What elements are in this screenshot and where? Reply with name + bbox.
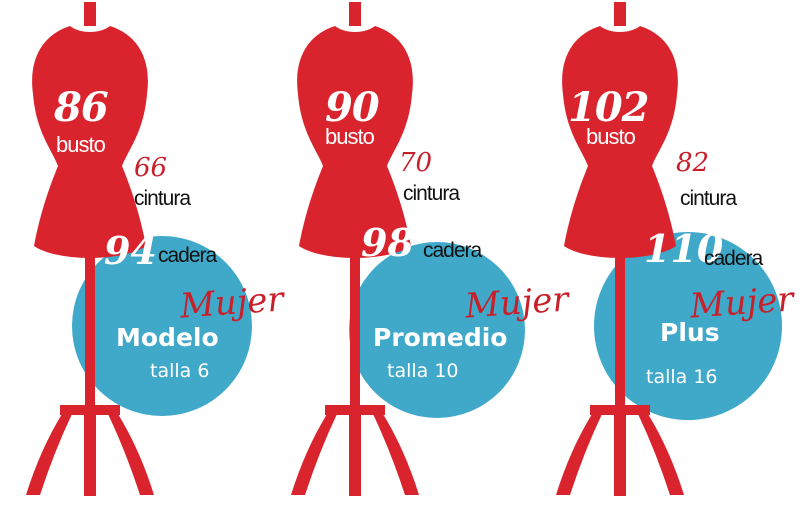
waist-value: 70 bbox=[399, 148, 433, 178]
hip-label: cadera bbox=[704, 247, 763, 270]
mannequin-graphic bbox=[291, 2, 525, 496]
size-circle bbox=[72, 236, 252, 416]
bust-value: 90 bbox=[325, 84, 380, 131]
mannequin-graphic bbox=[556, 2, 782, 496]
size-circle bbox=[349, 242, 525, 418]
category-label: Modelo bbox=[116, 323, 219, 352]
hip-label: cadera bbox=[423, 239, 482, 262]
category-label: Promedio bbox=[373, 323, 508, 352]
bust-value: 102 bbox=[568, 84, 649, 131]
size-label: talla 6 bbox=[150, 360, 210, 382]
figure-plus: 102 busto 82 cintura 110 cadera Mujer Pl… bbox=[530, 0, 800, 505]
mannequin-graphic bbox=[26, 2, 252, 496]
category-label: Plus bbox=[660, 318, 720, 347]
waist-label: cintura bbox=[134, 187, 191, 210]
size-label: talla 16 bbox=[646, 366, 718, 388]
waist-label: cintura bbox=[680, 187, 737, 210]
size-circle bbox=[594, 232, 782, 420]
mannequin-icon bbox=[26, 2, 154, 496]
mannequin-icon bbox=[556, 2, 684, 496]
hip-value: 98 bbox=[361, 220, 414, 265]
waist-value: 82 bbox=[676, 148, 710, 178]
bust-label: busto bbox=[56, 132, 106, 157]
bust-label: busto bbox=[586, 124, 636, 149]
mannequin-icon bbox=[291, 2, 419, 496]
hip-value: 94 bbox=[104, 228, 157, 273]
bust-value: 86 bbox=[54, 84, 109, 131]
bust-label: busto bbox=[325, 124, 375, 149]
figure-promedio: 90 busto 70 cintura 98 cadera Mujer Prom… bbox=[265, 0, 570, 505]
figure-modelo: 86 busto 66 cintura 94 cadera Mujer Mode… bbox=[0, 0, 285, 505]
hip-value: 110 bbox=[644, 226, 724, 271]
size-label: talla 10 bbox=[387, 360, 459, 382]
hip-label: cadera bbox=[158, 244, 217, 267]
waist-label: cintura bbox=[403, 182, 460, 205]
waist-value: 66 bbox=[134, 153, 168, 183]
